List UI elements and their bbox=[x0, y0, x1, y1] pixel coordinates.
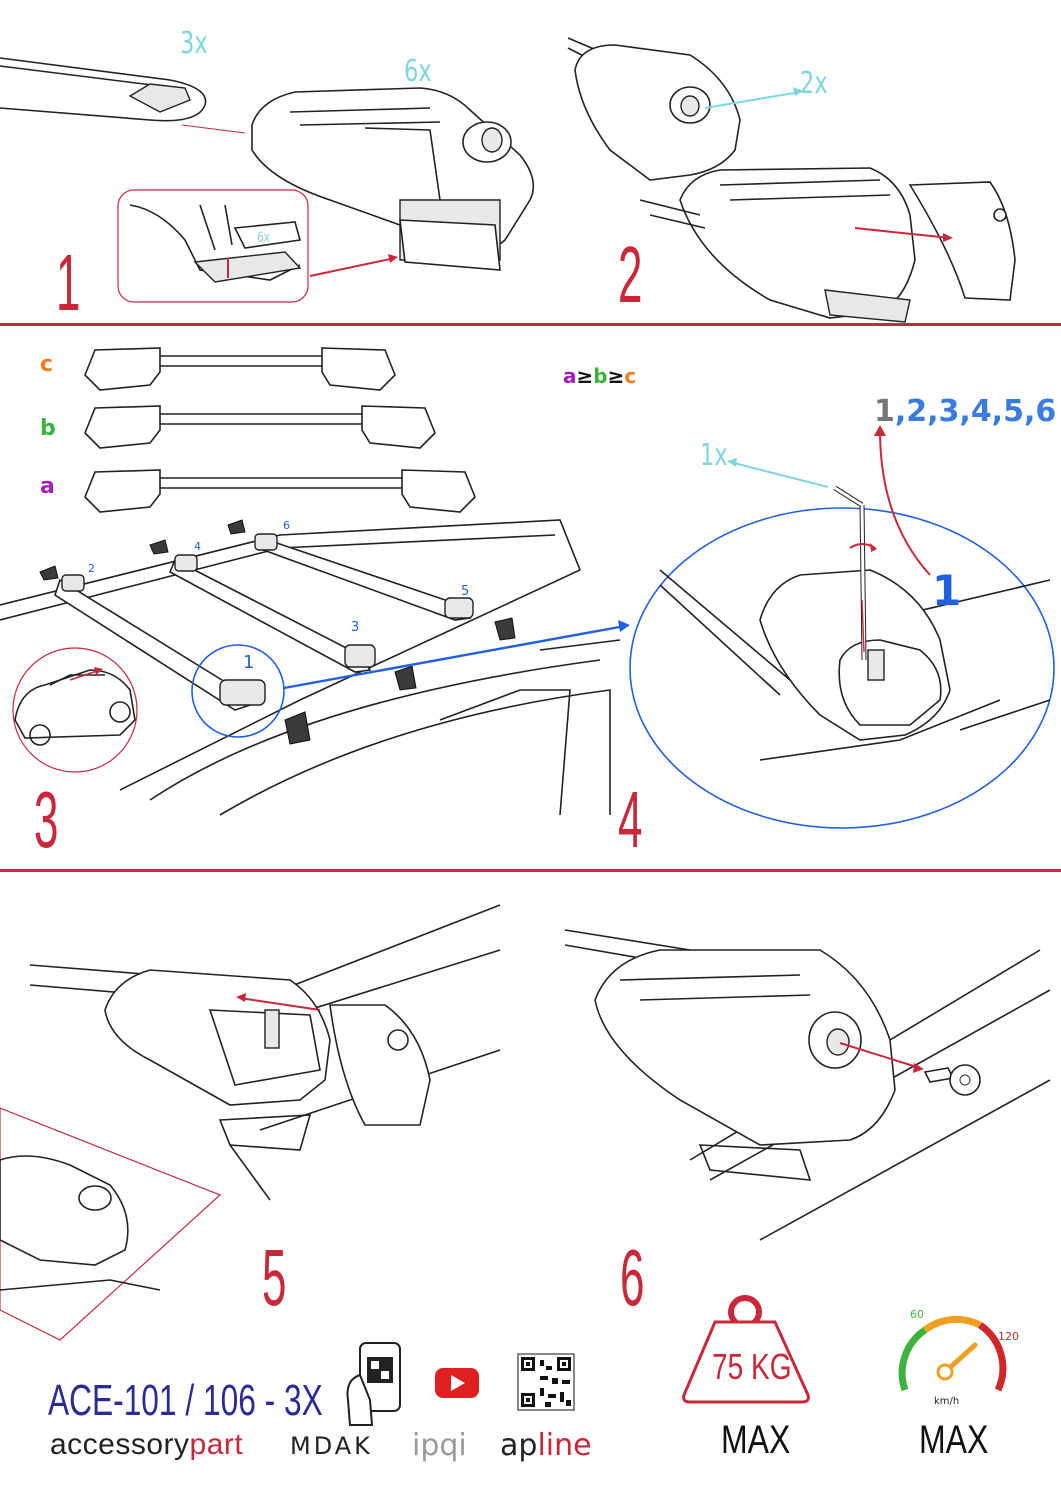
max-weight-value: 75 KG bbox=[712, 1346, 792, 1387]
step6-drawing bbox=[564, 929, 1051, 1241]
youtube-icon bbox=[435, 1368, 479, 1398]
brand-line: line bbox=[537, 1428, 592, 1463]
step5-inset-frame bbox=[0, 1107, 222, 1341]
section-divider-top bbox=[0, 323, 1061, 326]
step3-car-inset bbox=[12, 647, 138, 773]
brand-part: part bbox=[189, 1428, 244, 1461]
max-speed-label: MAX bbox=[919, 1418, 989, 1462]
product-model: ACE-101 / 106 - 3X bbox=[48, 1376, 323, 1425]
lock-quantity: 2x bbox=[800, 66, 828, 101]
weight-icon bbox=[682, 1295, 810, 1404]
step-number-6: 6 bbox=[620, 1233, 645, 1322]
step-number-3: 3 bbox=[34, 775, 59, 864]
detail-number-1: 1 bbox=[932, 566, 962, 615]
foot-number-1: 1 bbox=[243, 652, 255, 673]
brand-mdak: MDAK bbox=[290, 1432, 373, 1460]
step1-inset-frame bbox=[117, 189, 309, 303]
order-c: c bbox=[624, 364, 637, 388]
step-number-5: 5 bbox=[262, 1233, 287, 1322]
sequence-rest: ,2,3,4,5,6 bbox=[894, 394, 1057, 429]
step1-foot-drawing bbox=[251, 87, 535, 271]
step5-inset-drawing bbox=[0, 1155, 161, 1291]
foot-quantity: 6x bbox=[404, 54, 432, 89]
foot-number-6: 6 bbox=[283, 519, 290, 532]
step1-bar-drawing bbox=[0, 57, 246, 134]
foot-number-4: 4 bbox=[194, 540, 201, 553]
key-quantity: 1x bbox=[700, 438, 728, 473]
step3-highlight-foot1 bbox=[191, 644, 285, 738]
bar-quantity: 3x bbox=[180, 26, 208, 61]
step2-drawing bbox=[567, 37, 1016, 323]
step-number-1: 1 bbox=[56, 238, 81, 327]
speed-60-label: 60 bbox=[910, 1308, 924, 1321]
speed-unit-label: km/h bbox=[934, 1396, 960, 1407]
order-b: b bbox=[593, 364, 608, 388]
bar-label-c: c bbox=[40, 352, 54, 377]
order-ge1: ≥ bbox=[576, 364, 594, 388]
speed-120-label: 120 bbox=[998, 1330, 1019, 1343]
brand-accessorypart: accessorypart bbox=[50, 1428, 243, 1462]
order-ge2: ≥ bbox=[607, 364, 625, 388]
max-weight-label: MAX bbox=[721, 1418, 791, 1462]
step3-bar-variants bbox=[84, 347, 476, 513]
sequence-first: 1 bbox=[874, 394, 895, 429]
key-icon bbox=[923, 1064, 981, 1096]
tightening-sequence: 1,2,3,4,5,6 bbox=[874, 394, 1056, 429]
step-number-4: 4 bbox=[618, 775, 643, 864]
foot-number-2: 2 bbox=[88, 562, 95, 575]
qr-code-icon bbox=[517, 1353, 575, 1411]
brand-ap: ap bbox=[500, 1428, 538, 1463]
bar-order-rule: a≥b≥c bbox=[563, 364, 636, 388]
brand-accessory: accessory bbox=[50, 1428, 190, 1461]
step5-drawing bbox=[29, 904, 501, 1201]
brand-apline: apline bbox=[500, 1428, 592, 1463]
step1-inset-drawing bbox=[129, 204, 302, 283]
step4-detail-circle bbox=[629, 507, 1055, 829]
pad-quantity: 6x bbox=[257, 230, 270, 246]
step3-roof-drawing bbox=[0, 519, 621, 816]
speedometer-icon bbox=[898, 1315, 1007, 1392]
brand-ipqi: ipqi bbox=[412, 1428, 467, 1463]
foot-number-5: 5 bbox=[461, 584, 470, 599]
step-number-2: 2 bbox=[618, 230, 643, 319]
step3-car-drawing bbox=[14, 669, 136, 746]
phone-scan-icon bbox=[346, 1342, 401, 1426]
section-divider-bottom bbox=[0, 869, 1061, 872]
bar-label-a: a bbox=[40, 474, 55, 499]
bar-label-b: b bbox=[40, 416, 56, 441]
foot-number-3: 3 bbox=[351, 620, 360, 635]
order-a: a bbox=[563, 364, 577, 388]
step4-detail-drawing bbox=[659, 485, 1051, 761]
